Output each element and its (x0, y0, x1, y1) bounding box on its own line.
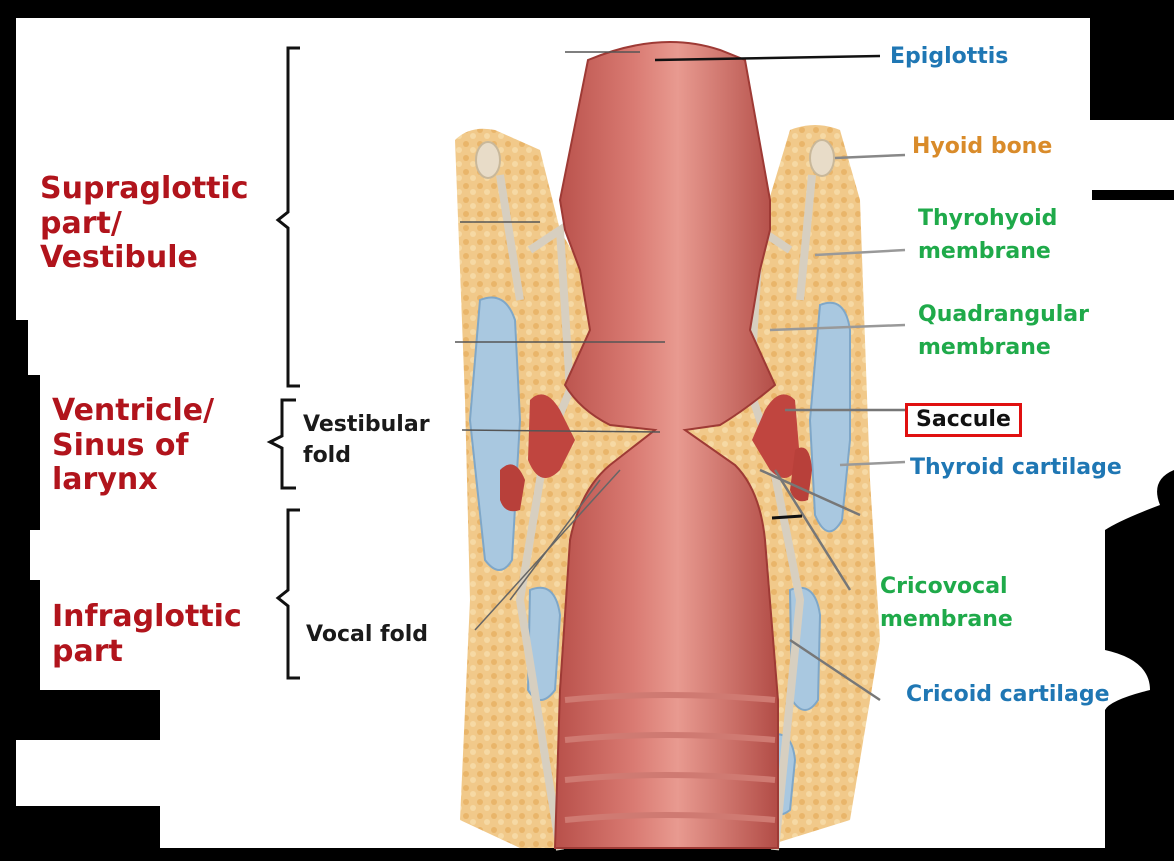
quadrangular-membrane-label: Quadrangular membrane (918, 302, 1089, 361)
ventricle-label: Ventricle/ Sinus of larynx (52, 394, 214, 498)
cricovocal-line-2: membrane (880, 607, 1013, 632)
vestibular-fold-line-1: Vestibular (303, 412, 430, 437)
thyrohyoid-line-2: membrane (918, 239, 1057, 264)
hyoid-left (476, 142, 500, 178)
supraglottic-line-2: part/ (40, 207, 249, 242)
hyoid-right (810, 140, 834, 176)
vestibular-fold-label: Vestibular fold (303, 412, 430, 469)
ventricle-line-2: Sinus of (52, 429, 214, 464)
thyroid-cartilage-label: Thyroid cartilage (910, 455, 1122, 480)
cricoid-cartilage-label: Cricoid cartilage (906, 682, 1110, 707)
supraglottic-line-3: Vestibule (40, 241, 249, 276)
cricovocal-line-1: Cricovocal (880, 574, 1013, 599)
cricovocal-membrane-label: Cricovocal membrane (880, 574, 1013, 633)
vocal-fold-label: Vocal fold (306, 622, 428, 647)
thyrohyoid-membrane-label: Thyrohyoid membrane (918, 206, 1057, 265)
epiglottis-label: Epiglottis (890, 44, 1008, 69)
quadrangular-line-1: Quadrangular (918, 302, 1089, 327)
ventricle-line-3: larynx (52, 463, 214, 498)
supraglottic-line-1: Supraglottic (40, 172, 249, 207)
infraglottic-label: Infraglottic part (52, 600, 242, 669)
infraglottic-line-1: Infraglottic (52, 600, 242, 635)
hyoid-bone-label: Hyoid bone (912, 134, 1052, 159)
saccule-label: Saccule (905, 403, 1022, 437)
thyrohyoid-line-1: Thyrohyoid (918, 206, 1057, 231)
supraglottic-label: Supraglottic part/ Vestibule (40, 172, 249, 276)
infraglottic-line-2: part (52, 635, 242, 670)
ventricle-line-1: Ventricle/ (52, 394, 214, 429)
vestibular-fold-line-2: fold (303, 443, 430, 468)
quadrangular-line-2: membrane (918, 335, 1089, 360)
